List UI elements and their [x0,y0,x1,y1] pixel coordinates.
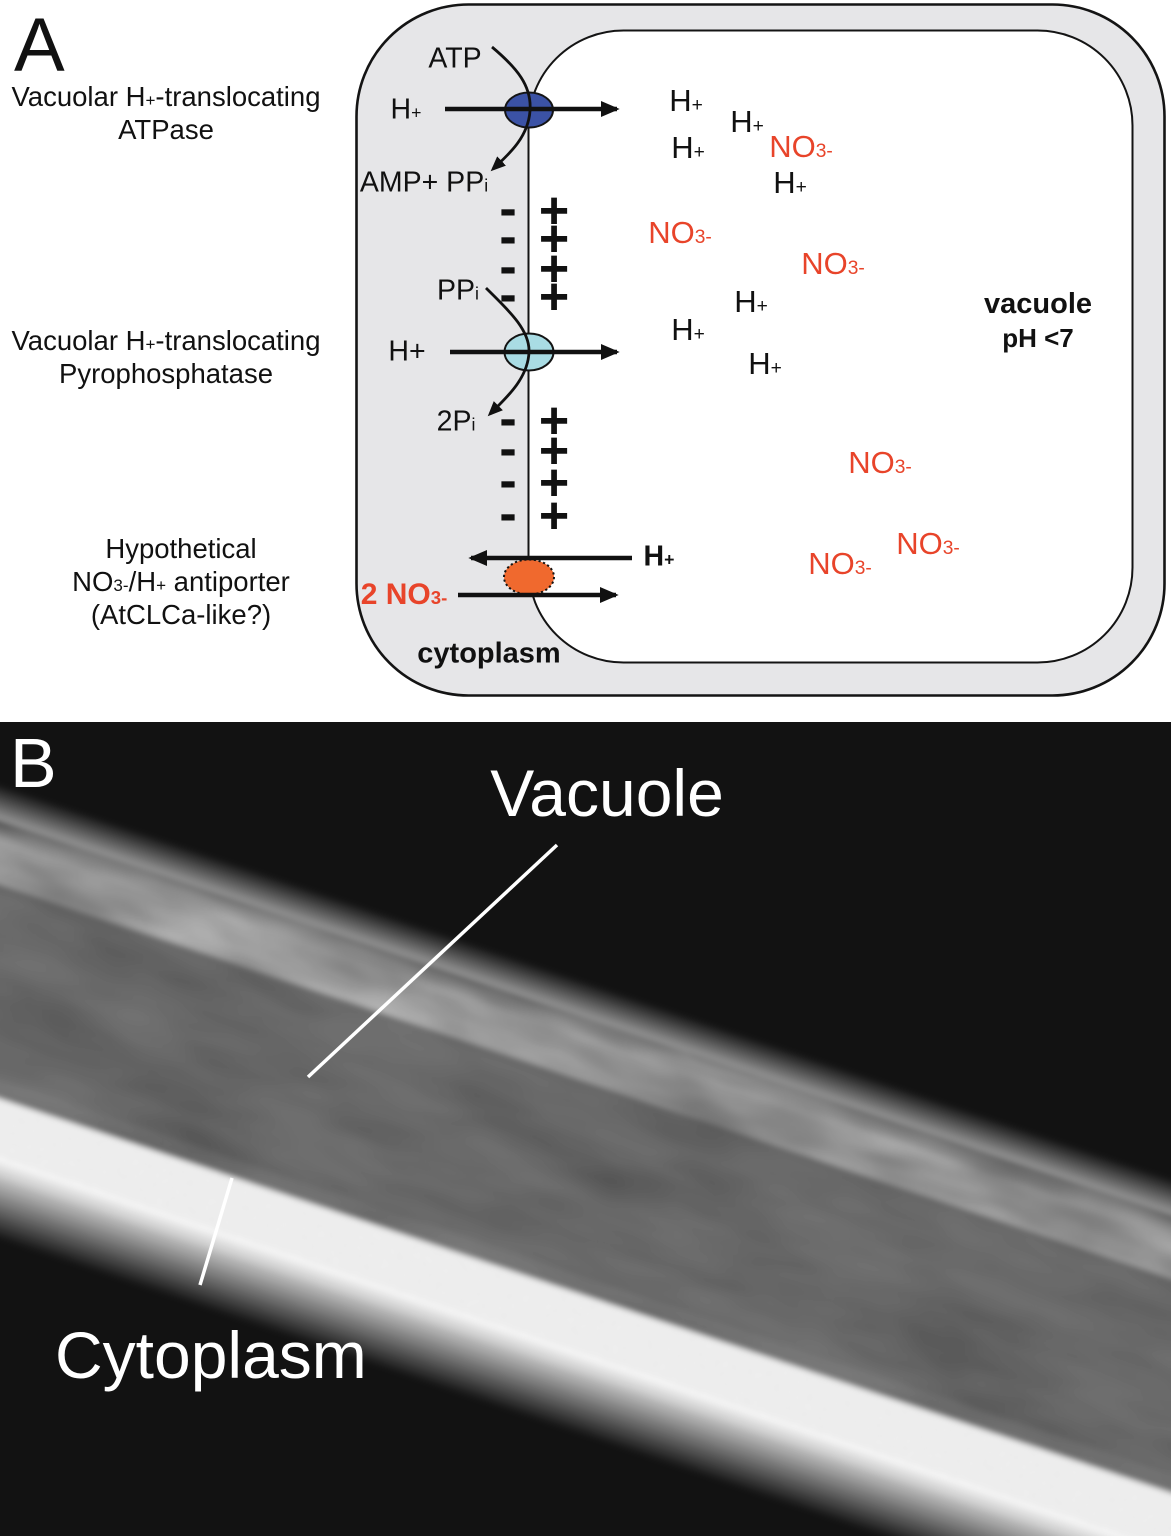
minus-charge: - [499,238,516,296]
h-plus-ion: H+ [734,284,768,319]
no3-ion: NO3- [808,546,872,581]
minus-charge: - [499,485,516,543]
vacuole-pointer-line [306,843,559,1079]
pyrophosphatase-name-label: Vacuolar H+-translocating Pyrophosphatas… [11,325,321,389]
plus-charge: + [539,487,569,545]
amp-ppi-label: AMP+ PPi [359,166,489,199]
minus-charge: - [499,390,516,448]
cell-edge-fade-top [0,738,1171,1333]
antiporter-name-label: Hypothetical NO3-/H+ antiporter (AtCLCa-… [72,533,290,630]
micrograph-image [0,722,1171,1536]
no3-ion: NO3- [801,246,865,281]
no3-h-antiporter [503,558,555,596]
h-plus-ion: H+ [748,346,782,381]
h-export-label-antiporter: H+ [643,540,675,573]
h-plus-ion: H+ [730,104,764,139]
plus-charge: + [539,210,569,268]
cell-edge-fade-bottom [0,1074,1171,1536]
minus-charge: - [499,180,516,238]
cytoplasm-pointer-line [198,1177,234,1286]
atpase-name-label: Vacuolar H+-translocating ATPase [11,81,321,145]
membrane-charges-upper: - + - + - + - + [499,180,569,326]
plus-charge: + [539,268,569,326]
plus-charge: + [539,422,569,480]
minus-charge: - [499,208,516,266]
cell-band [0,738,1171,1536]
cytoplasm-bright-layer-top [0,788,1171,1373]
h-import-label-ppase: H+ [388,335,426,368]
h-plus-ion: H+ [773,165,807,200]
minus-charge: - [499,266,516,324]
no3-ion: NO3- [769,129,833,164]
no3-import-label-antiporter: 2 NO3- [360,578,448,611]
plus-charge: + [539,454,569,512]
h-plus-ion: H+ [671,312,705,347]
h-import-label-atpase: H+ [390,93,422,126]
no3-ion: NO3- [896,526,960,561]
panel-b: B Vacuole Cytoplasm [0,722,1171,1536]
no3-ion: NO3- [648,215,712,250]
vacuole-caption: vacuole pH <7 [984,288,1092,353]
h-plus-ion: H+ [671,130,705,165]
plus-charge: + [539,182,569,240]
minus-charge: - [499,452,516,510]
h-plus-ion: H+ [669,83,703,118]
minus-charge: - [499,420,516,478]
plus-charge: + [539,392,569,450]
vacuole-lumen-region [0,828,1171,1536]
ppi-label: PPi [437,274,479,307]
vacuole-annotation-label: Vacuole [490,756,724,830]
panel-a: - + - + - + - + - + - + - + - + [0,0,1171,722]
no3-ion: NO3- [848,445,912,480]
panel-b-letter: B [10,724,57,802]
panel-a-letter: A [14,3,65,88]
cytoplasm-bright-layer-bottom [0,1021,1171,1536]
cytoplasm-caption: cytoplasm [417,637,561,670]
two-pi-label: 2Pi [436,405,476,438]
atp-label: ATP [428,42,482,75]
membrane-charges-lower: - + - + - + - + [499,390,569,545]
plus-charge: + [539,240,569,298]
cytoplasm-annotation-label: Cytoplasm [55,1318,367,1392]
vacuole-diagram: - + - + - + - + - + - + - + - + [355,3,1166,697]
